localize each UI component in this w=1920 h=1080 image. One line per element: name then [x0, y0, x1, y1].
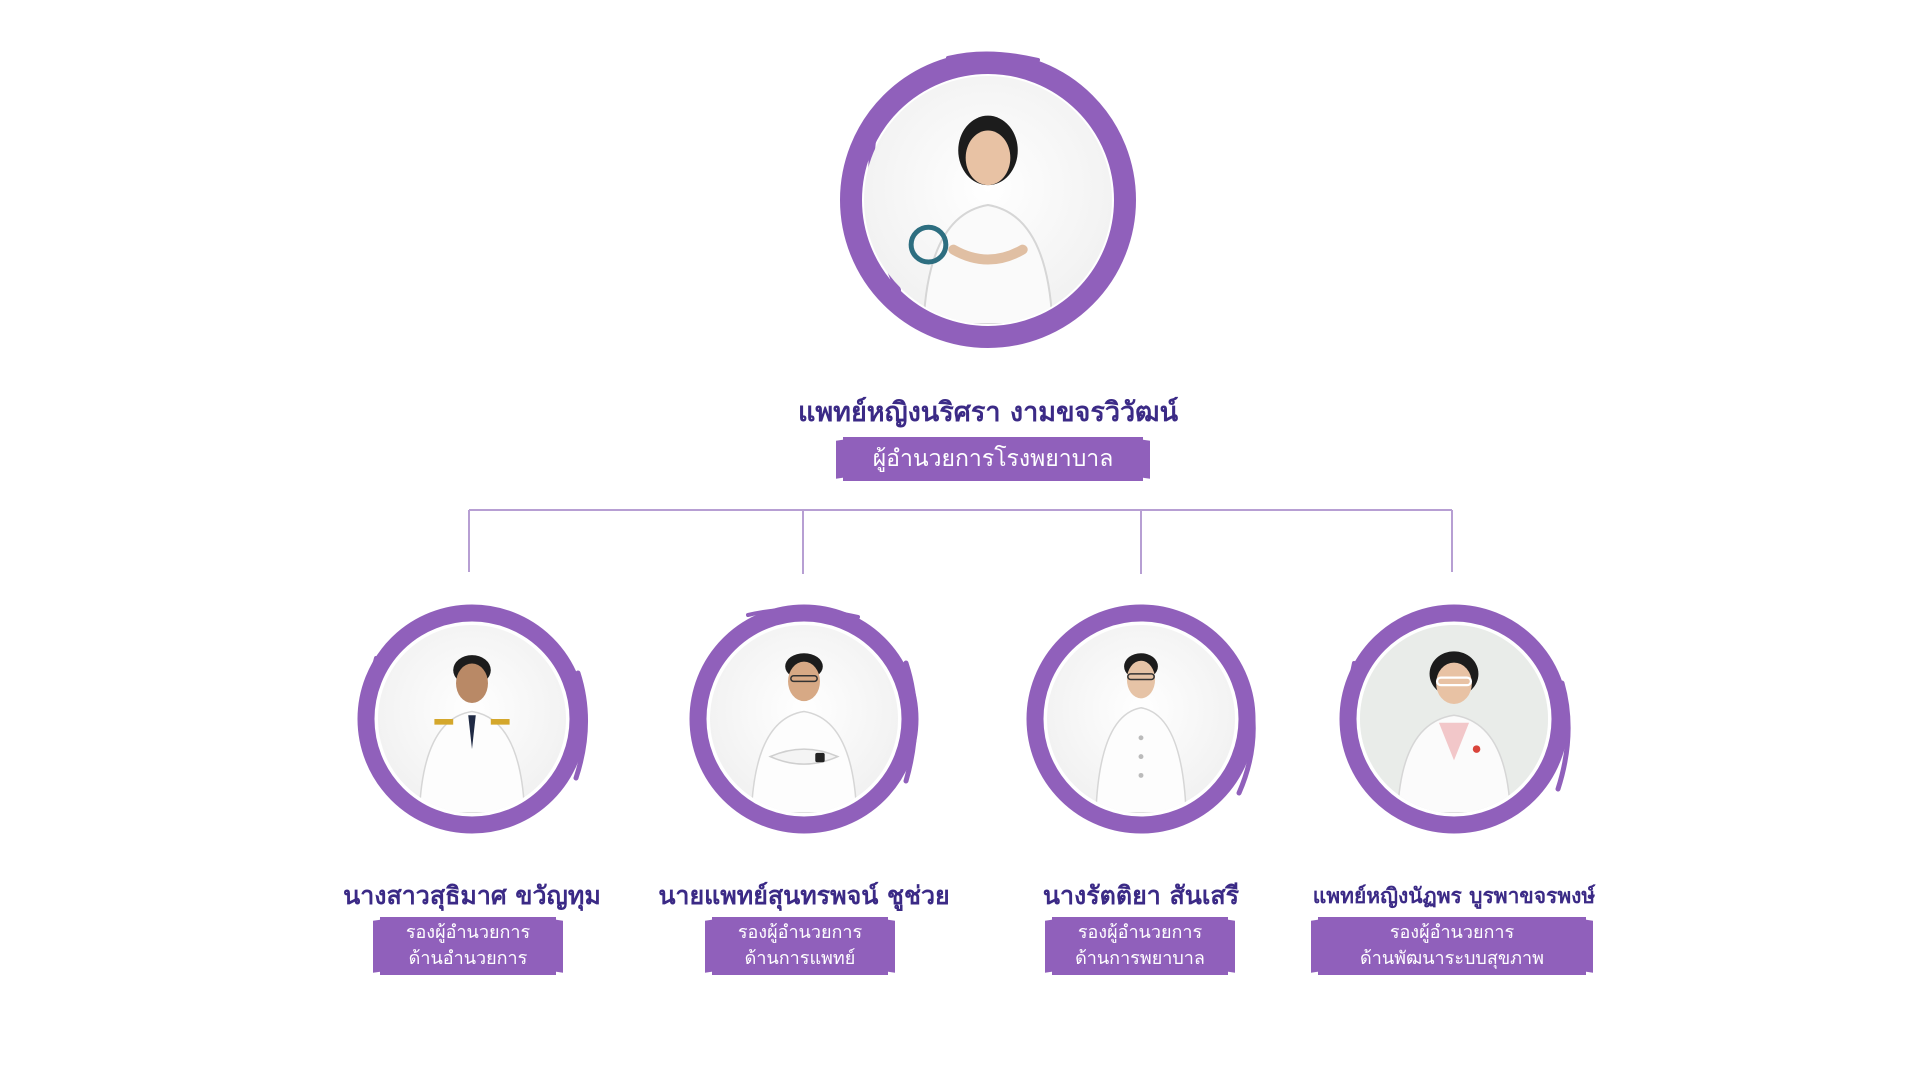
person-silhouette-icon [418, 655, 526, 813]
deputy-portrait-ring [356, 603, 589, 835]
deputy-title-line-1: รองผู้อำนวยการ [1389, 922, 1515, 943]
brush-ring [689, 604, 919, 834]
deputy-photo [1047, 625, 1235, 813]
deputy-title-line-2: ด้านการแพทย์ [744, 948, 856, 969]
director-title-banner: ผู้อำนวยการโรงพยาบาล [843, 437, 1143, 481]
deputy-title-line-1: รองผู้อำนวยการ [737, 922, 863, 943]
deputy-title-banner: รองผู้อำนวยการ ด้านอำนวยการ [380, 917, 556, 975]
deputy-title-line-1: รองผู้อำนวยการ [405, 922, 531, 943]
deputy-portrait-ring [1025, 603, 1257, 835]
deputy-photo [1360, 625, 1548, 813]
director-photo [864, 76, 1112, 324]
deputy-name: นางสาวสุธิมาศ ขวัญทุม [343, 881, 601, 910]
deputy-name: นางรัตติยา สันเสรี [1042, 881, 1240, 910]
deputy-title-line-2: ด้านอำนวยการ [408, 948, 528, 969]
person-silhouette-icon [908, 115, 1054, 324]
brush-ring [1339, 604, 1571, 834]
deputy-portrait-ring [1338, 603, 1571, 835]
deputy-title-line-1: รองผู้อำนวยการ [1077, 922, 1203, 943]
deputy-name: นายแพทย์สุนทรพจน์ ชูช่วย [658, 881, 950, 910]
brush-ring [1026, 604, 1256, 834]
brush-ring [357, 604, 589, 834]
deputy-photo [710, 625, 898, 813]
person-silhouette-icon [1095, 653, 1187, 813]
deputy-title-line-2: ด้านการพยาบาล [1075, 948, 1205, 969]
deputy-title-banner: รองผู้อำนวยการ ด้านพัฒนาระบบสุขภาพ [1318, 917, 1586, 975]
deputy-portrait-ring [688, 603, 920, 835]
deputy-photo [378, 625, 566, 813]
person-silhouette-icon [750, 653, 858, 813]
deputy-name: แพทย์หญิงนัฏพร บูรพาขจรพงษ์ [1312, 884, 1596, 908]
person-silhouette-icon [1360, 625, 1548, 813]
deputy-title-banner: รองผู้อำนวยการ ด้านการพยาบาล [1052, 917, 1228, 975]
deputy-title-banner: รองผู้อำนวยการ ด้านการแพทย์ [712, 917, 888, 975]
deputy-title-line-2: ด้านพัฒนาระบบสุขภาพ [1360, 948, 1544, 969]
director-name: แพทย์หญิงนริศรา งามขจรวิวัฒน์ [797, 397, 1179, 428]
